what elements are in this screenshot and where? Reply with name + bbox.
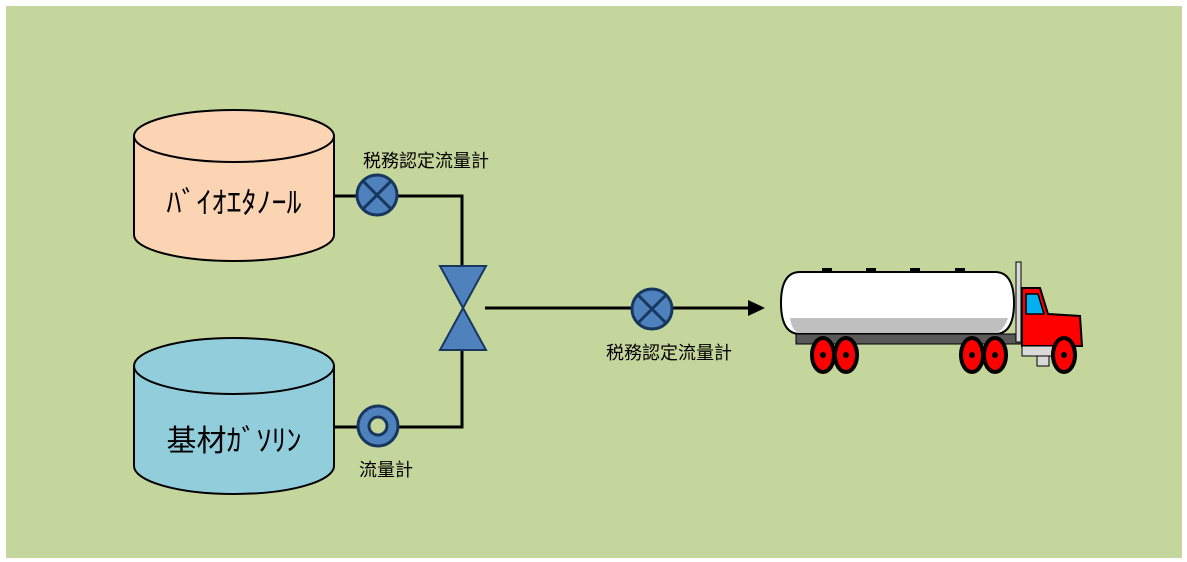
base-gasoline-tank: 基材ｶﾞｿﾘﾝ [133, 337, 335, 495]
bioethanol-tank-label: ﾊﾞｲｵｴﾀﾉｰﾙ [167, 186, 302, 221]
crossed-circle-flowmeter-icon [355, 173, 399, 217]
tanker-truck-icon [779, 261, 1084, 374]
ethanol-meter-label: 税務認定流量計 [363, 151, 489, 172]
ring-flowmeter-icon [356, 404, 400, 448]
bioethanol-tank: ﾊﾞｲｵｴﾀﾉｰﾙ [133, 109, 335, 262]
base-gasoline-tank-label: 基材ｶﾞｿﾘﾝ [167, 424, 302, 459]
gasoline-meter-label: 流量計 [359, 460, 413, 481]
crossed-circle-flowmeter-icon [630, 287, 674, 331]
three-way-valve-icon [438, 265, 488, 351]
output-meter-label: 税務認定流量計 [606, 343, 732, 364]
flow-arrow-icon [748, 300, 765, 316]
